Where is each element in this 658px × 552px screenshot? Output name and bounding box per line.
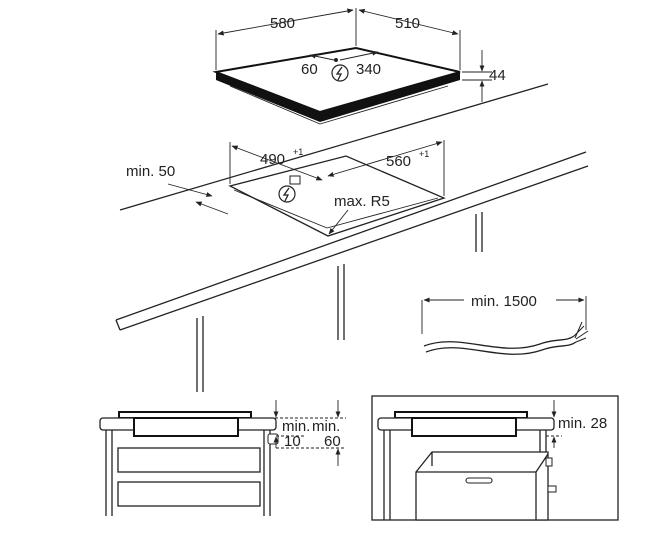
oven-installation-detail: min. 28 [371, 395, 619, 521]
drawer-installation-detail: min. 10 min. 60 [99, 400, 346, 516]
drawer-gap-top-min-label: min. [282, 418, 310, 435]
hob-height-dimension: 44 [462, 50, 506, 102]
hob-height-label: 44 [489, 67, 506, 84]
hob-width-dimension: 580 [215, 8, 357, 70]
min-wall-distance: min. 50 [126, 163, 229, 215]
oven-gap-label: min. 28 [558, 415, 607, 432]
corner-radius-callout: max. R5 [328, 193, 390, 235]
cutout-depth-label: 560 [386, 153, 411, 170]
drawer-gap-bottom-min-label: min. [312, 418, 340, 435]
cutout-width-dimension: 490 +1 [229, 142, 323, 184]
power-cable: min. 1500 [421, 293, 589, 355]
hob-depth-label: 510 [395, 15, 420, 32]
cutout-depth-dimension: 560 +1 [327, 140, 445, 196]
hob-top-view [212, 46, 461, 125]
hob-width-label: 580 [270, 15, 295, 32]
drawer-gap-bottom-value: 60 [324, 433, 341, 450]
cutout-depth-tolerance: +1 [419, 149, 429, 159]
cabinet-legs [196, 212, 483, 392]
lightning-icon [278, 185, 296, 203]
connection-offset-left-label: 60 [301, 61, 318, 78]
connection-position-dimension: 60 340 [301, 50, 381, 82]
drawer-gap-top-value: 10 [284, 433, 301, 450]
hob-depth-dimension: 510 [358, 8, 461, 70]
cable-length-label: min. 1500 [471, 293, 537, 310]
lightning-icon [331, 64, 349, 82]
connection-offset-right-label: 340 [356, 61, 381, 78]
min-wall-distance-label: min. 50 [126, 163, 175, 180]
cutout-width-label: 490 [260, 151, 285, 168]
cutout-width-tolerance: +1 [293, 147, 303, 157]
corner-radius-label: max. R5 [334, 193, 390, 210]
